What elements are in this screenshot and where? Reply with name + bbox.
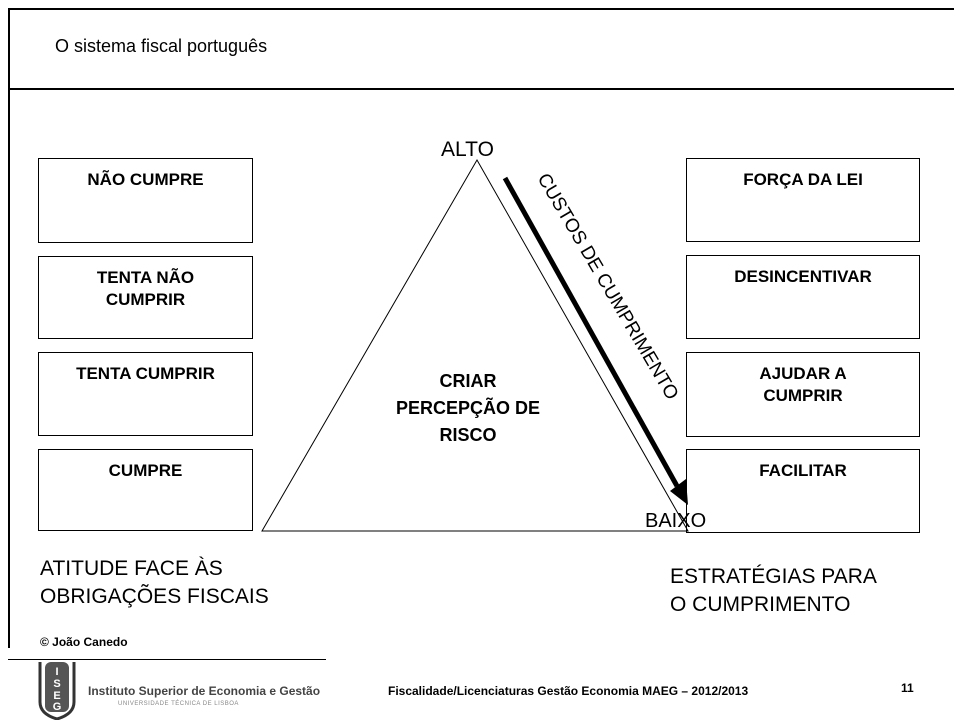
svg-text:I: I [55,666,58,678]
triangle-bottom-label: BAIXO [645,510,706,532]
triangle-center-line2: PERCEPÇÃO DE [396,397,540,418]
strategy-box-label: AJUDAR A CUMPRIR [759,364,847,405]
footer-divider [8,659,326,660]
course-footer: Fiscalidade/Licenciaturas Gestão Economi… [388,684,749,698]
attitude-box-label: TENTA NÃO CUMPRIR [96,268,195,309]
iseg-logo-icon: I S E G [38,662,76,720]
attitude-box-tenta-cumprir: TENTA CUMPRIR [38,352,253,436]
strategy-box-desincentivar: DESINCENTIVAR [686,255,920,339]
institution-name: Instituto Superior de Economia e Gestão [88,684,321,698]
university-name: UNIVERSIDADE TÉCNICA DE LISBOA [118,701,239,707]
strategy-box-label: FACILITAR [759,461,847,480]
copyright: © João Canedo [40,635,128,649]
page-number: 11 [901,681,914,695]
attitude-box-tenta-nao-cumprir: TENTA NÃO CUMPRIR [38,256,253,339]
attitude-box-label: TENTA CUMPRIR [76,364,215,383]
risk-triangle [261,158,689,532]
strategy-box-facilitar: FACILITAR [686,449,920,533]
svg-text:S: S [53,678,60,690]
slide-title: O sistema fiscal português [55,36,268,56]
compliance-cost-arrowhead [670,479,688,505]
right-caption: ESTRATÉGIAS PARA O CUMPRIMENTO [670,563,877,619]
right-caption-line1: ESTRATÉGIAS PARA [670,565,877,588]
triangle-top-label: ALTO [441,138,494,161]
strategy-box-label: FORÇA DA LEI [743,170,863,189]
svg-text:E: E [53,690,60,702]
triangle-center-line1: CRIAR [440,371,497,391]
strategy-box-label: DESINCENTIVAR [734,267,872,286]
left-caption-line1: ATITUDE FACE ÀS [40,557,223,580]
right-caption-line2: O CUMPRIMENTO [670,593,851,616]
title-divider [8,88,954,90]
triangle-center-line3: RISCO [439,425,496,445]
strategy-box-ajudar-a-cumprir: AJUDAR A CUMPRIR [686,352,920,437]
attitude-box-label: NÃO CUMPRE [87,170,204,189]
svg-text:G: G [53,701,62,713]
attitude-box-cumpre: CUMPRE [38,449,253,531]
compliance-cost-arrow [502,176,680,488]
slide-frame-left [8,8,10,648]
attitude-box-label: CUMPRE [108,461,183,480]
left-caption: ATITUDE FACE ÀS OBRIGAÇÕES FISCAIS [40,555,269,611]
left-caption-line2: OBRIGAÇÕES FISCAIS [40,585,269,608]
strategy-box-forca-da-lei: FORÇA DA LEI [686,158,920,242]
attitude-box-nao-cumpre: NÃO CUMPRE [38,158,253,243]
slide-frame-top [8,8,954,10]
arrow-label: CUSTOS DE CUMPRIMENTO [533,170,683,404]
